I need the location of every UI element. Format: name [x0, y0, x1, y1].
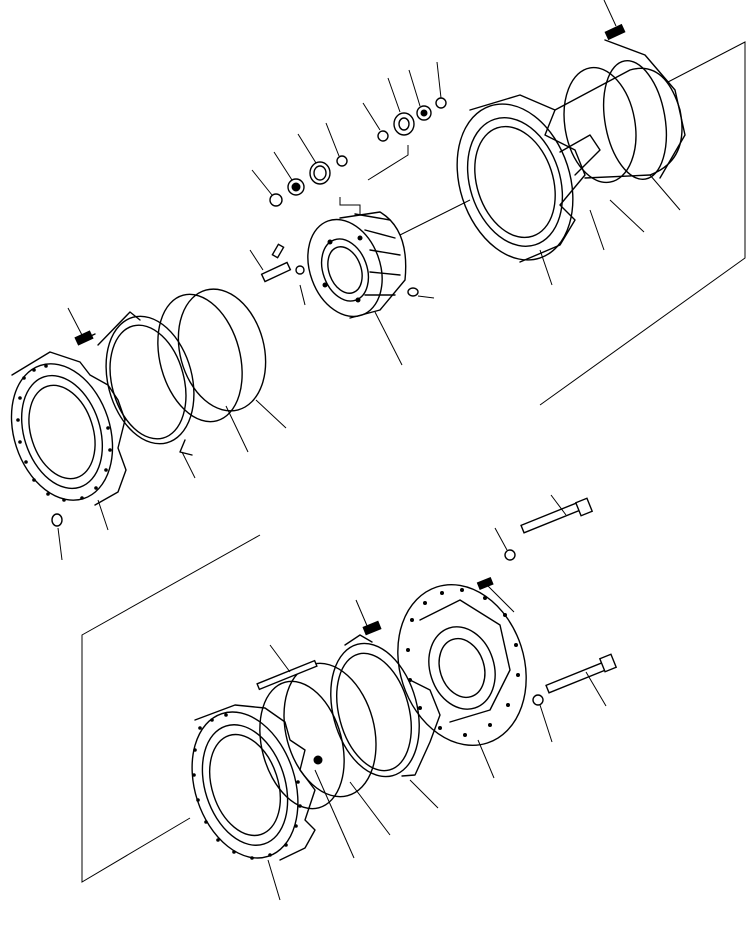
upper-plug [52, 514, 62, 526]
upper-right-housing [438, 40, 685, 275]
lower-leader-lines [268, 495, 606, 900]
lower-long-bolts [363, 498, 616, 705]
lower-assembly [82, 495, 616, 900]
upper-lugged-plate [93, 306, 208, 455]
lower-small-pin [314, 756, 322, 764]
lower-left-housing [174, 698, 315, 872]
upper-frame-line [540, 42, 745, 405]
upper-bolt-right [605, 25, 625, 40]
lower-dowel-pin [257, 661, 317, 690]
lower-frame-line [82, 535, 260, 882]
upper-leader-lines [58, 0, 680, 560]
lower-flange-disc [378, 568, 547, 762]
upper-axis-line [400, 200, 470, 235]
upper-left-housing [0, 351, 129, 514]
upper-small-parts [262, 98, 446, 296]
upper-assembly [0, 0, 745, 560]
lower-rings [247, 653, 391, 818]
lower-lugged-plate [317, 633, 440, 786]
upper-carrier [295, 209, 406, 327]
upper-rings [145, 279, 279, 431]
